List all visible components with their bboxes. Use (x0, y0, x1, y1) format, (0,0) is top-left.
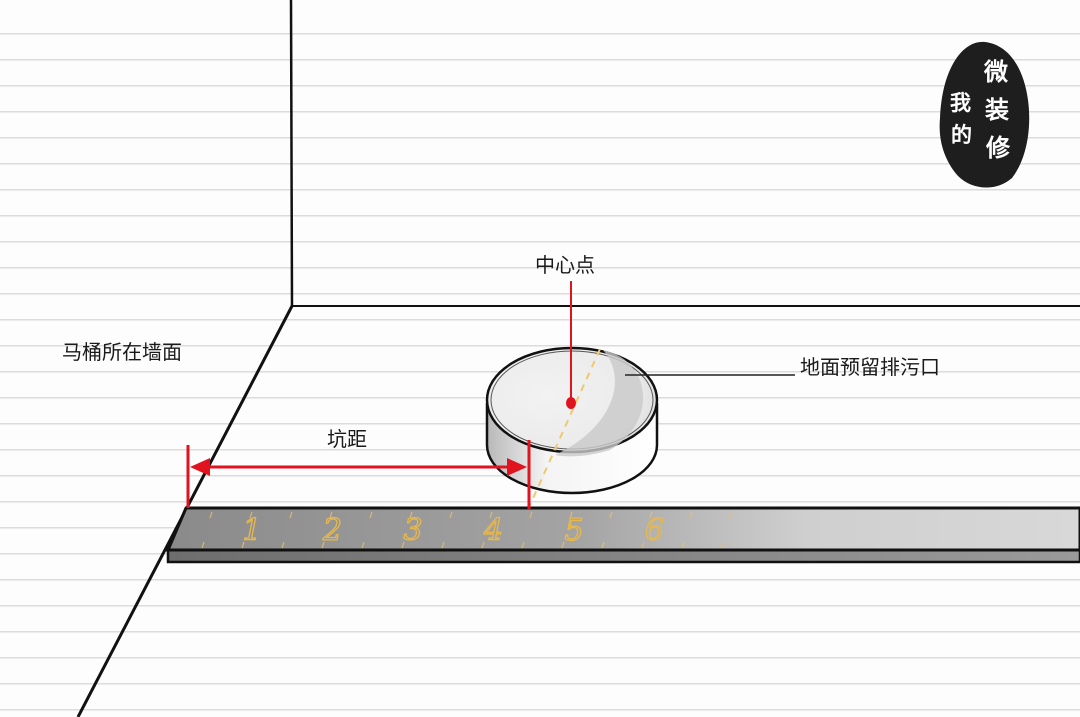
ruler: 1 2 3 4 5 6 (165, 506, 1080, 564)
rough-in-dimension (186, 440, 531, 509)
wall-corner-line (289, 0, 294, 307)
arrow-right-icon (507, 458, 527, 476)
seal-char: 我 (950, 90, 971, 115)
seal-background (939, 41, 1030, 188)
seal-char: 的 (951, 122, 972, 147)
wall-label: 马桶所在墙面 (62, 340, 182, 364)
ruler-mark: 6 (645, 513, 664, 548)
drain-outlet-label: 地面预留排污口 (800, 355, 940, 379)
center-axis-dashed (529, 348, 601, 506)
ruler-mark: 5 (564, 513, 583, 548)
center-point-label: 中心点 (535, 253, 595, 277)
ruler-mark: 1 (242, 513, 261, 548)
arrow-left-icon (190, 458, 210, 476)
rough-in-distance-label: 坑距 (327, 427, 367, 451)
ruler-mark: 3 (403, 513, 422, 548)
seal-char: 装 (985, 95, 1009, 124)
ruler-mark: 4 (483, 513, 503, 548)
brand-seal-logo: 微 装 修 我 的 (938, 42, 1030, 184)
seal-char: 修 (986, 133, 1010, 162)
center-dot (566, 397, 576, 409)
ruler-mark: 2 (322, 513, 342, 548)
seal-char: 微 (984, 57, 1008, 86)
